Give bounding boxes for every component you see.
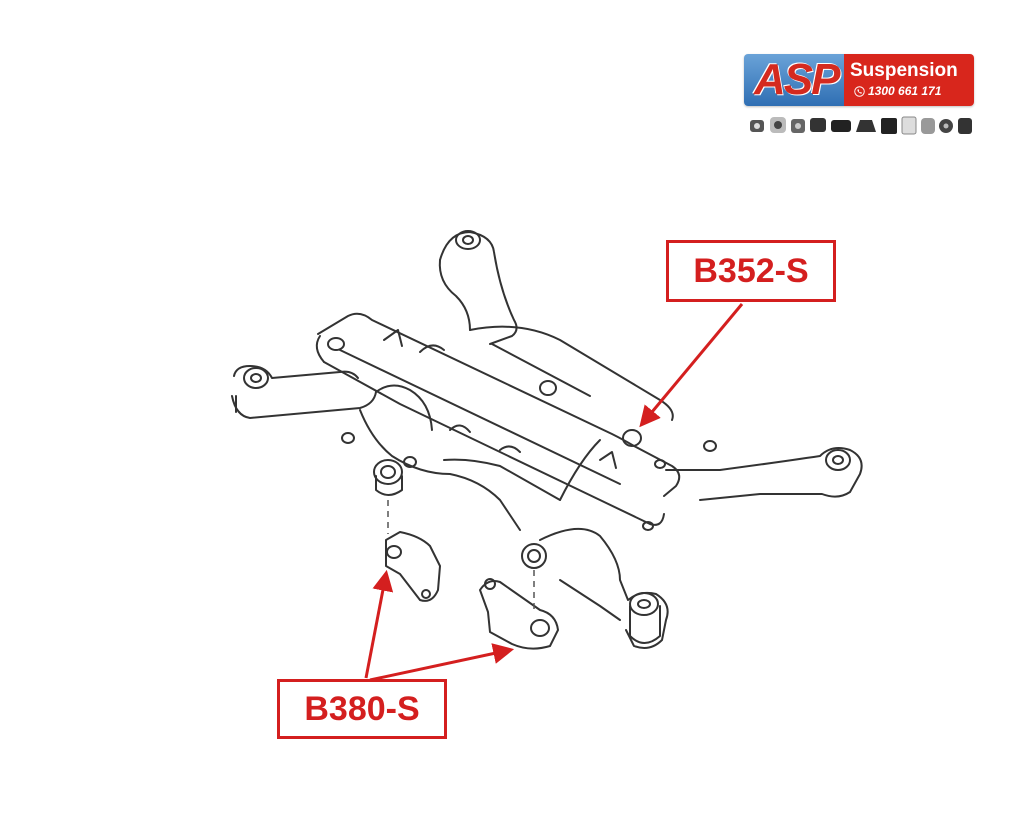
arrow-b380-right: [369, 643, 515, 682]
logo-banner: ASP Suspension 1300 661 171: [744, 54, 974, 106]
callout-arrows: [364, 303, 744, 682]
arrow-b352: [639, 303, 744, 428]
logo-phone-row: 1300 661 171: [854, 84, 941, 98]
bushing-icon-row: [750, 116, 972, 135]
logo-red-panel: Suspension 1300 661 171: [844, 54, 974, 106]
logo-phone-number: 1300 661 171: [868, 84, 942, 98]
logo-brand-name: Suspension: [850, 60, 958, 81]
phone-icon: [854, 85, 865, 97]
callout-b352-label: B352-S: [693, 251, 809, 290]
assembly-guide-lines: [387, 500, 535, 614]
subframe-line-art: [231, 230, 863, 650]
callout-b380-label: B380-S: [304, 689, 420, 728]
callout-b352: B352-S: [666, 240, 836, 302]
logo-asp-letters: ASP: [754, 55, 840, 104]
arrow-b380-left: [364, 569, 394, 679]
logo-blue-panel: ASP: [744, 54, 844, 106]
bushing-icon: [750, 116, 972, 135]
callout-b380: B380-S: [277, 679, 447, 739]
asp-suspension-logo: ASP Suspension 1300 661 171: [744, 54, 974, 144]
